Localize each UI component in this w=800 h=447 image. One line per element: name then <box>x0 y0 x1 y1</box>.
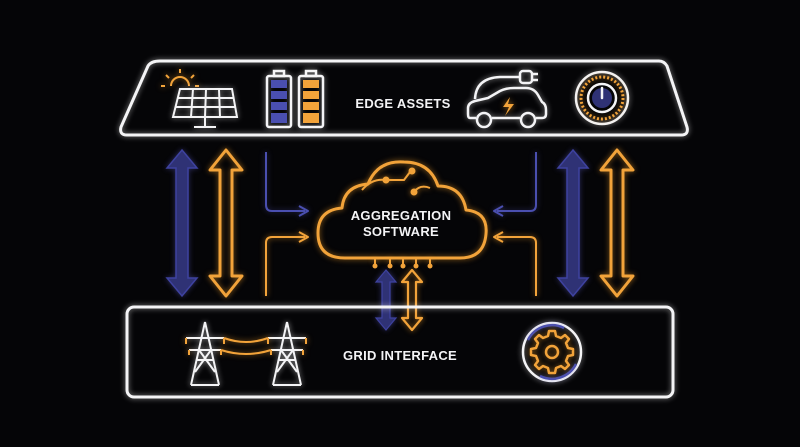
right-orange-double-arrow <box>599 148 635 298</box>
thermostat-icon <box>574 70 630 126</box>
grid-interface-label: GRID INTERFACE <box>343 348 457 363</box>
cloud-label-line2: SOFTWARE <box>363 224 439 239</box>
edge-assets-panel <box>119 59 689 137</box>
gear-icon <box>521 321 583 383</box>
solar-panel-icon <box>161 69 239 128</box>
center-navy-double-arrow <box>374 269 398 331</box>
grid-to-cloud-connectors <box>265 231 537 296</box>
electric-vehicle-icon <box>466 69 548 129</box>
edge-to-cloud-connectors <box>265 152 537 217</box>
grid-interface-panel <box>125 305 675 399</box>
left-navy-double-arrow <box>165 148 199 298</box>
transmission-tower-icon <box>185 321 307 386</box>
left-orange-double-arrow <box>208 148 244 298</box>
right-navy-double-arrow <box>556 148 590 298</box>
cloud-label-line1: AGGREGATION <box>351 208 452 223</box>
battery-icon <box>265 69 325 129</box>
edge-assets-label: EDGE ASSETS <box>355 96 450 111</box>
center-orange-double-arrow <box>400 268 424 332</box>
cloud-icon <box>316 160 488 269</box>
lightning-bolt-icon <box>503 97 514 116</box>
